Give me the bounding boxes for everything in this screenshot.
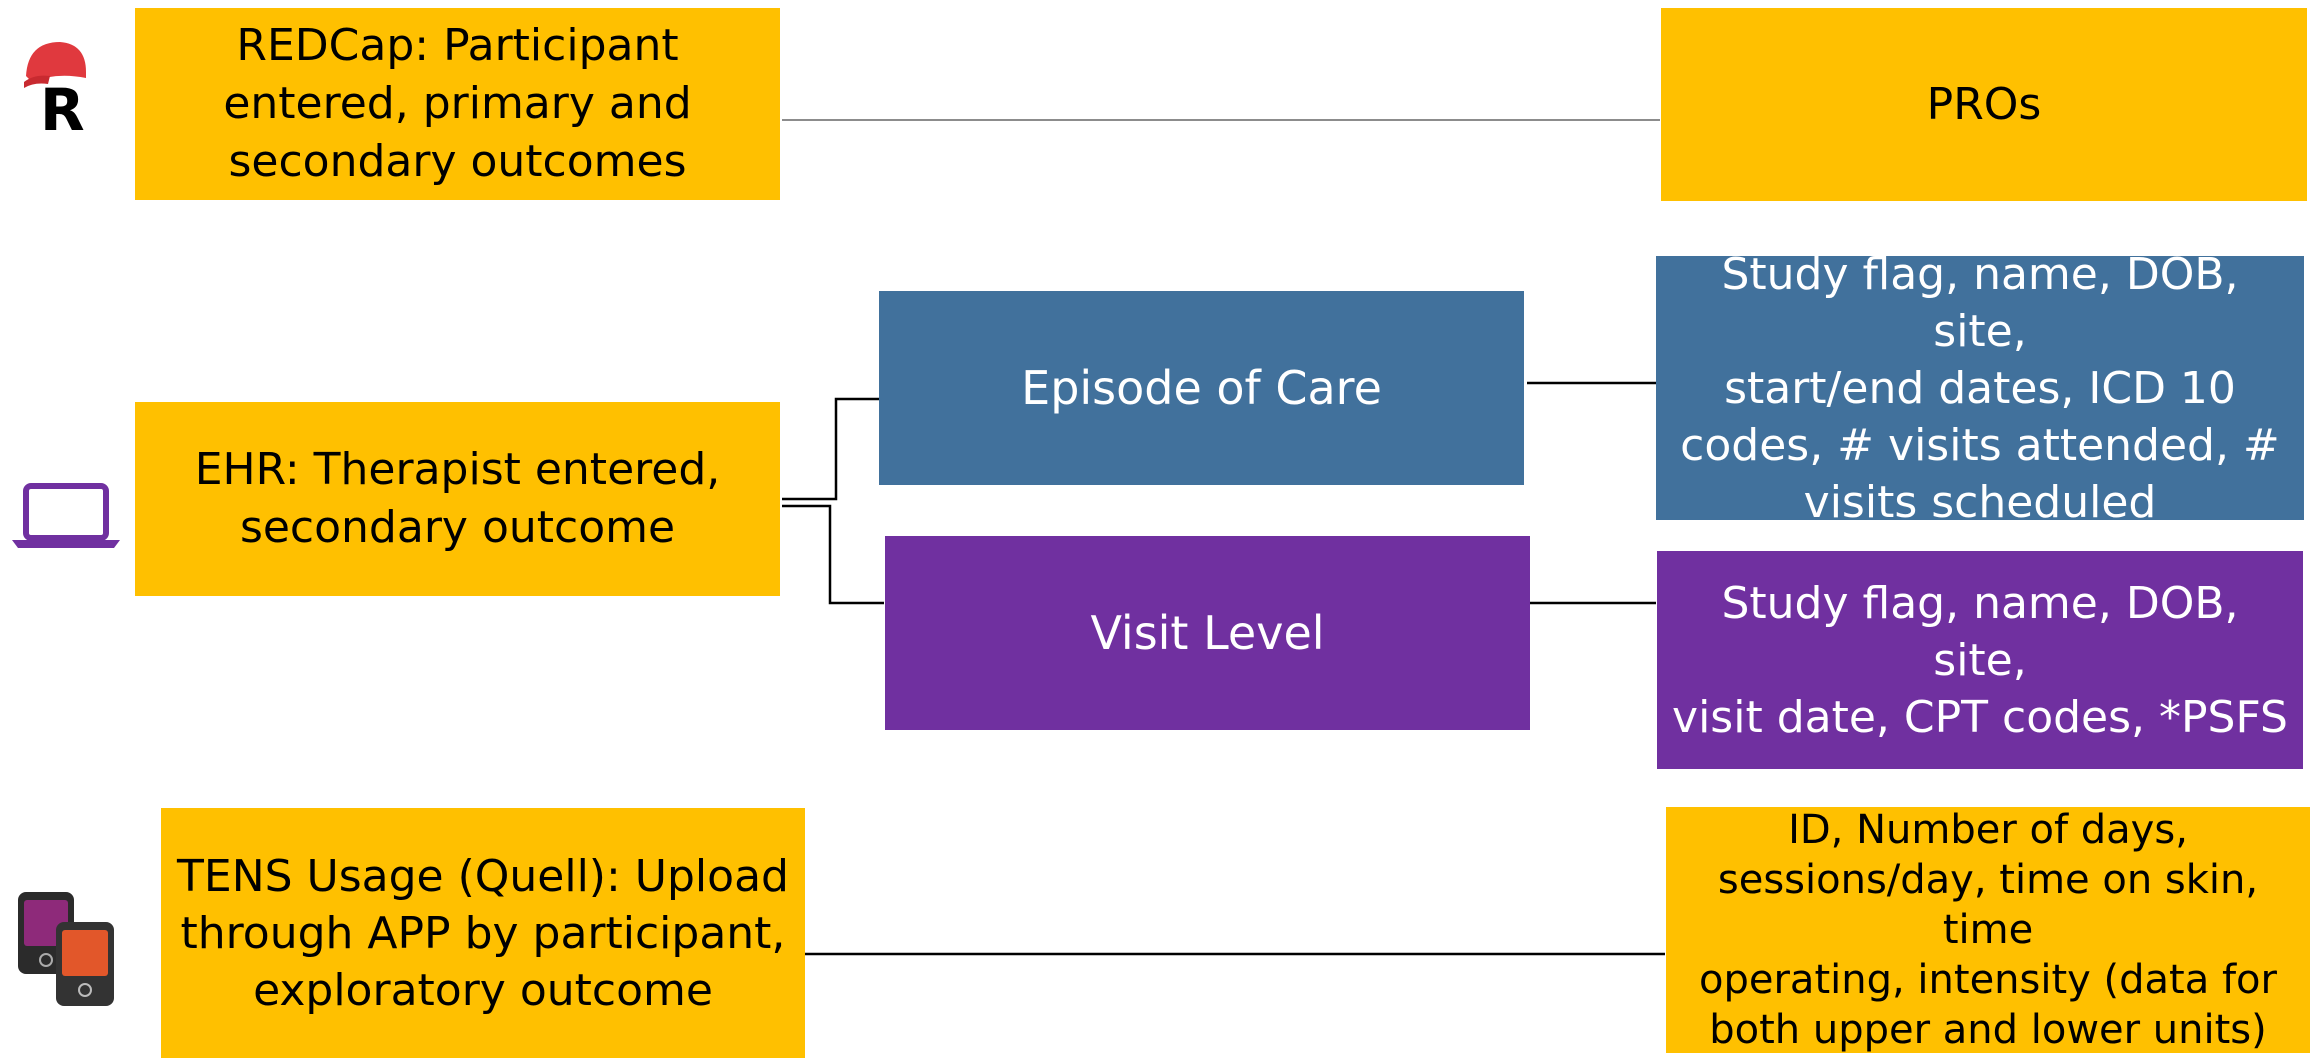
laptop-icon [10, 482, 122, 552]
ehr-to-visit-line [782, 504, 884, 605]
redcap-source-box: REDCap: Participant entered, primary and… [135, 8, 780, 200]
redcap-logo-icon: R [20, 38, 100, 144]
ehr-to-episode-line [782, 397, 884, 501]
visit-detail-box: Study flag, name, DOB, site, visit date,… [1657, 551, 2303, 769]
ehr-source-box: EHR: Therapist entered, secondary outcom… [135, 402, 780, 596]
svg-text:R: R [40, 76, 85, 132]
pros-box: PROs [1661, 8, 2307, 201]
episode-of-care-box: Episode of Care [879, 291, 1524, 485]
tens-device-icon [16, 890, 116, 1008]
tens-detail-box: ID, Number of days, sessions/day, time o… [1666, 807, 2310, 1053]
episode-detail-box: Study flag, name, DOB, site, start/end d… [1656, 249, 2304, 528]
visit-level-box: Visit Level [885, 536, 1530, 730]
tens-source-box: TENS Usage (Quell): Upload through APP b… [161, 808, 805, 1058]
